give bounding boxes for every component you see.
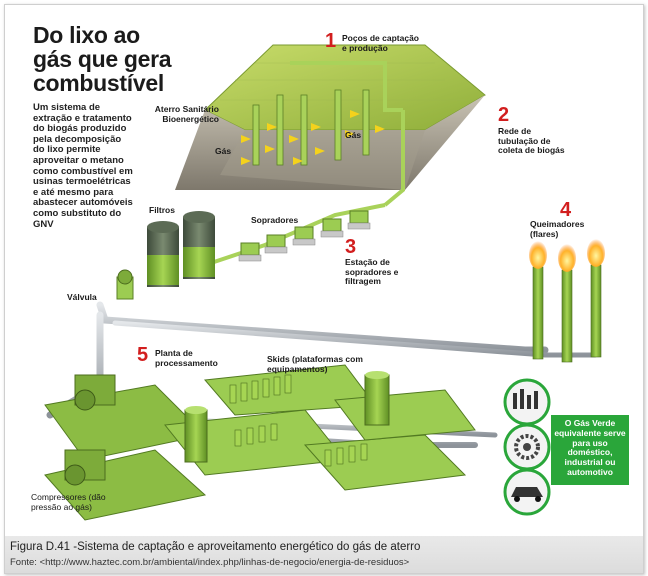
landfill [175,44,486,207]
landfill-label: Aterro Sanitário Bioenergético [154,104,219,124]
step-5-number: 5 [137,344,149,366]
blowers-label: Sopradores [251,215,299,225]
diagram-illustration: Do lixo ao gás que gera combustível Um s… [5,5,643,535]
diagram-description: Um sistema de extração e tratamento do b… [33,102,133,230]
step-1-number: 1 [325,30,337,52]
filters-label: Filtros [149,205,175,215]
step-2-number: 2 [498,104,510,126]
title-line-3: combustível [33,70,164,96]
flares [529,239,605,363]
gas-label-left: Gás [215,146,232,156]
end-use-info-box: O Gás Verde equivalente serve para uso d… [551,415,629,485]
filters [147,211,215,287]
gas-label-right: Gás [345,130,362,140]
caption-title: Figura D.41 -Sistema de captação e aprov… [10,541,421,553]
step-4-number: 4 [560,199,572,221]
valve-label: Válvula [67,292,97,302]
compressors-label: Compressores (dão pressão ao gás) [31,492,106,512]
step-5-label: Planta de processamento [155,348,218,368]
diagram-graphics [44,44,605,521]
figure-frame: Do lixo ao gás que gera combustível Um s… [4,4,644,574]
step-3-label: Estação de sopradores e filtragem [345,257,399,286]
valve [116,269,134,300]
step-2-label: Rede de tubulação de coleta de biogás [498,126,565,155]
step-3-number: 3 [345,236,357,258]
processing-plant [44,364,476,521]
step-1-label: Poços de captação e produção [342,33,420,53]
blowers [238,210,371,262]
end-use-icons [503,378,551,516]
step-4-label: Queimadores (flares) [530,219,585,239]
title-line-1: Do lixo ao [33,22,140,48]
title-line-2: gás que gera [33,46,172,72]
figure-caption: Figura D.41 -Sistema de captação e aprov… [5,536,643,573]
caption-source: Fonte: <http://www.haztec.com.br/ambient… [10,557,410,568]
skids-label: Skids (plataformas com equipamentos) [267,354,363,374]
diagram-title: Do lixo ao gás que gera combustível [33,22,172,96]
